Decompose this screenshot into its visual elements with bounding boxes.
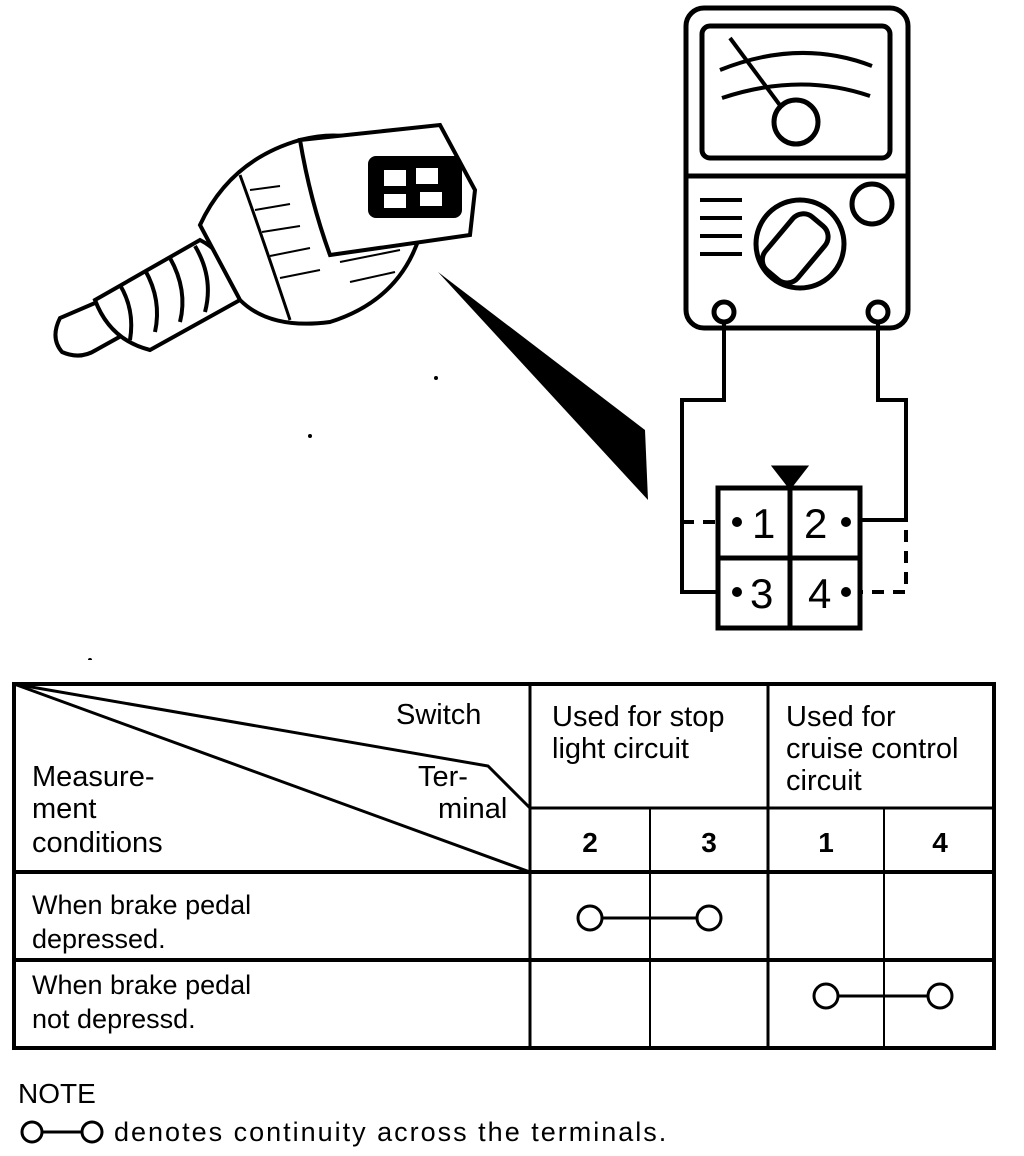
group-cruise-line3: circuit	[786, 765, 862, 797]
group-cruise-line1: Used for	[786, 701, 896, 733]
note-title: NOTE	[18, 1078, 96, 1109]
terminal-2-label: 2	[804, 500, 827, 547]
ohmmeter-icon	[683, 5, 911, 331]
brake-switch-icon	[53, 122, 478, 358]
terminal-3-label: 3	[750, 570, 773, 617]
note: NOTE denotes continuity across the termi…	[18, 1078, 1008, 1148]
row-1-condition-line2: depressed.	[32, 924, 166, 954]
illustration: 1 2 3 4	[53, 5, 911, 660]
terminal-4-label: 4	[808, 570, 831, 617]
column-terminal-2: 2	[582, 827, 598, 858]
row-2-condition-line1: When brake pedal	[32, 970, 251, 1000]
group-stop-light-line1: Used for stop	[552, 701, 724, 733]
note-text: denotes continuity across the terminals.	[114, 1116, 669, 1147]
column-terminal-3: 3	[701, 827, 717, 858]
continuity-table: Switch Ter- minal Measure- ment conditio…	[12, 682, 996, 1050]
continuity-row-1	[576, 904, 723, 932]
test-leads	[680, 320, 908, 594]
group-cruise-line2: cruise control	[786, 733, 958, 765]
terminal-1-label: 1	[752, 500, 775, 547]
measurement-header-line1: Measure-	[32, 761, 155, 793]
measurement-header-line3: conditions	[32, 827, 163, 859]
measurement-header-line2: ment	[32, 793, 96, 825]
note-line: denotes continuity across the terminals.	[18, 1116, 1008, 1148]
terminal-header-line2: minal	[438, 793, 507, 825]
continuity-row-2	[812, 982, 954, 1010]
terminal-dots	[732, 517, 851, 597]
zoom-pointer	[438, 272, 648, 500]
column-terminal-1: 1	[818, 827, 834, 858]
switch-header: Switch	[396, 699, 481, 731]
terminal-header-line1: Ter-	[418, 761, 468, 793]
group-stop-light-line2: light circuit	[552, 733, 689, 765]
continuity-symbol-icon	[20, 1120, 104, 1144]
row-2-condition-line2: not depressd.	[32, 1004, 196, 1034]
column-terminal-4: 4	[932, 827, 948, 858]
row-1-condition-line1: When brake pedal	[32, 890, 251, 920]
switch-connector	[715, 465, 863, 631]
